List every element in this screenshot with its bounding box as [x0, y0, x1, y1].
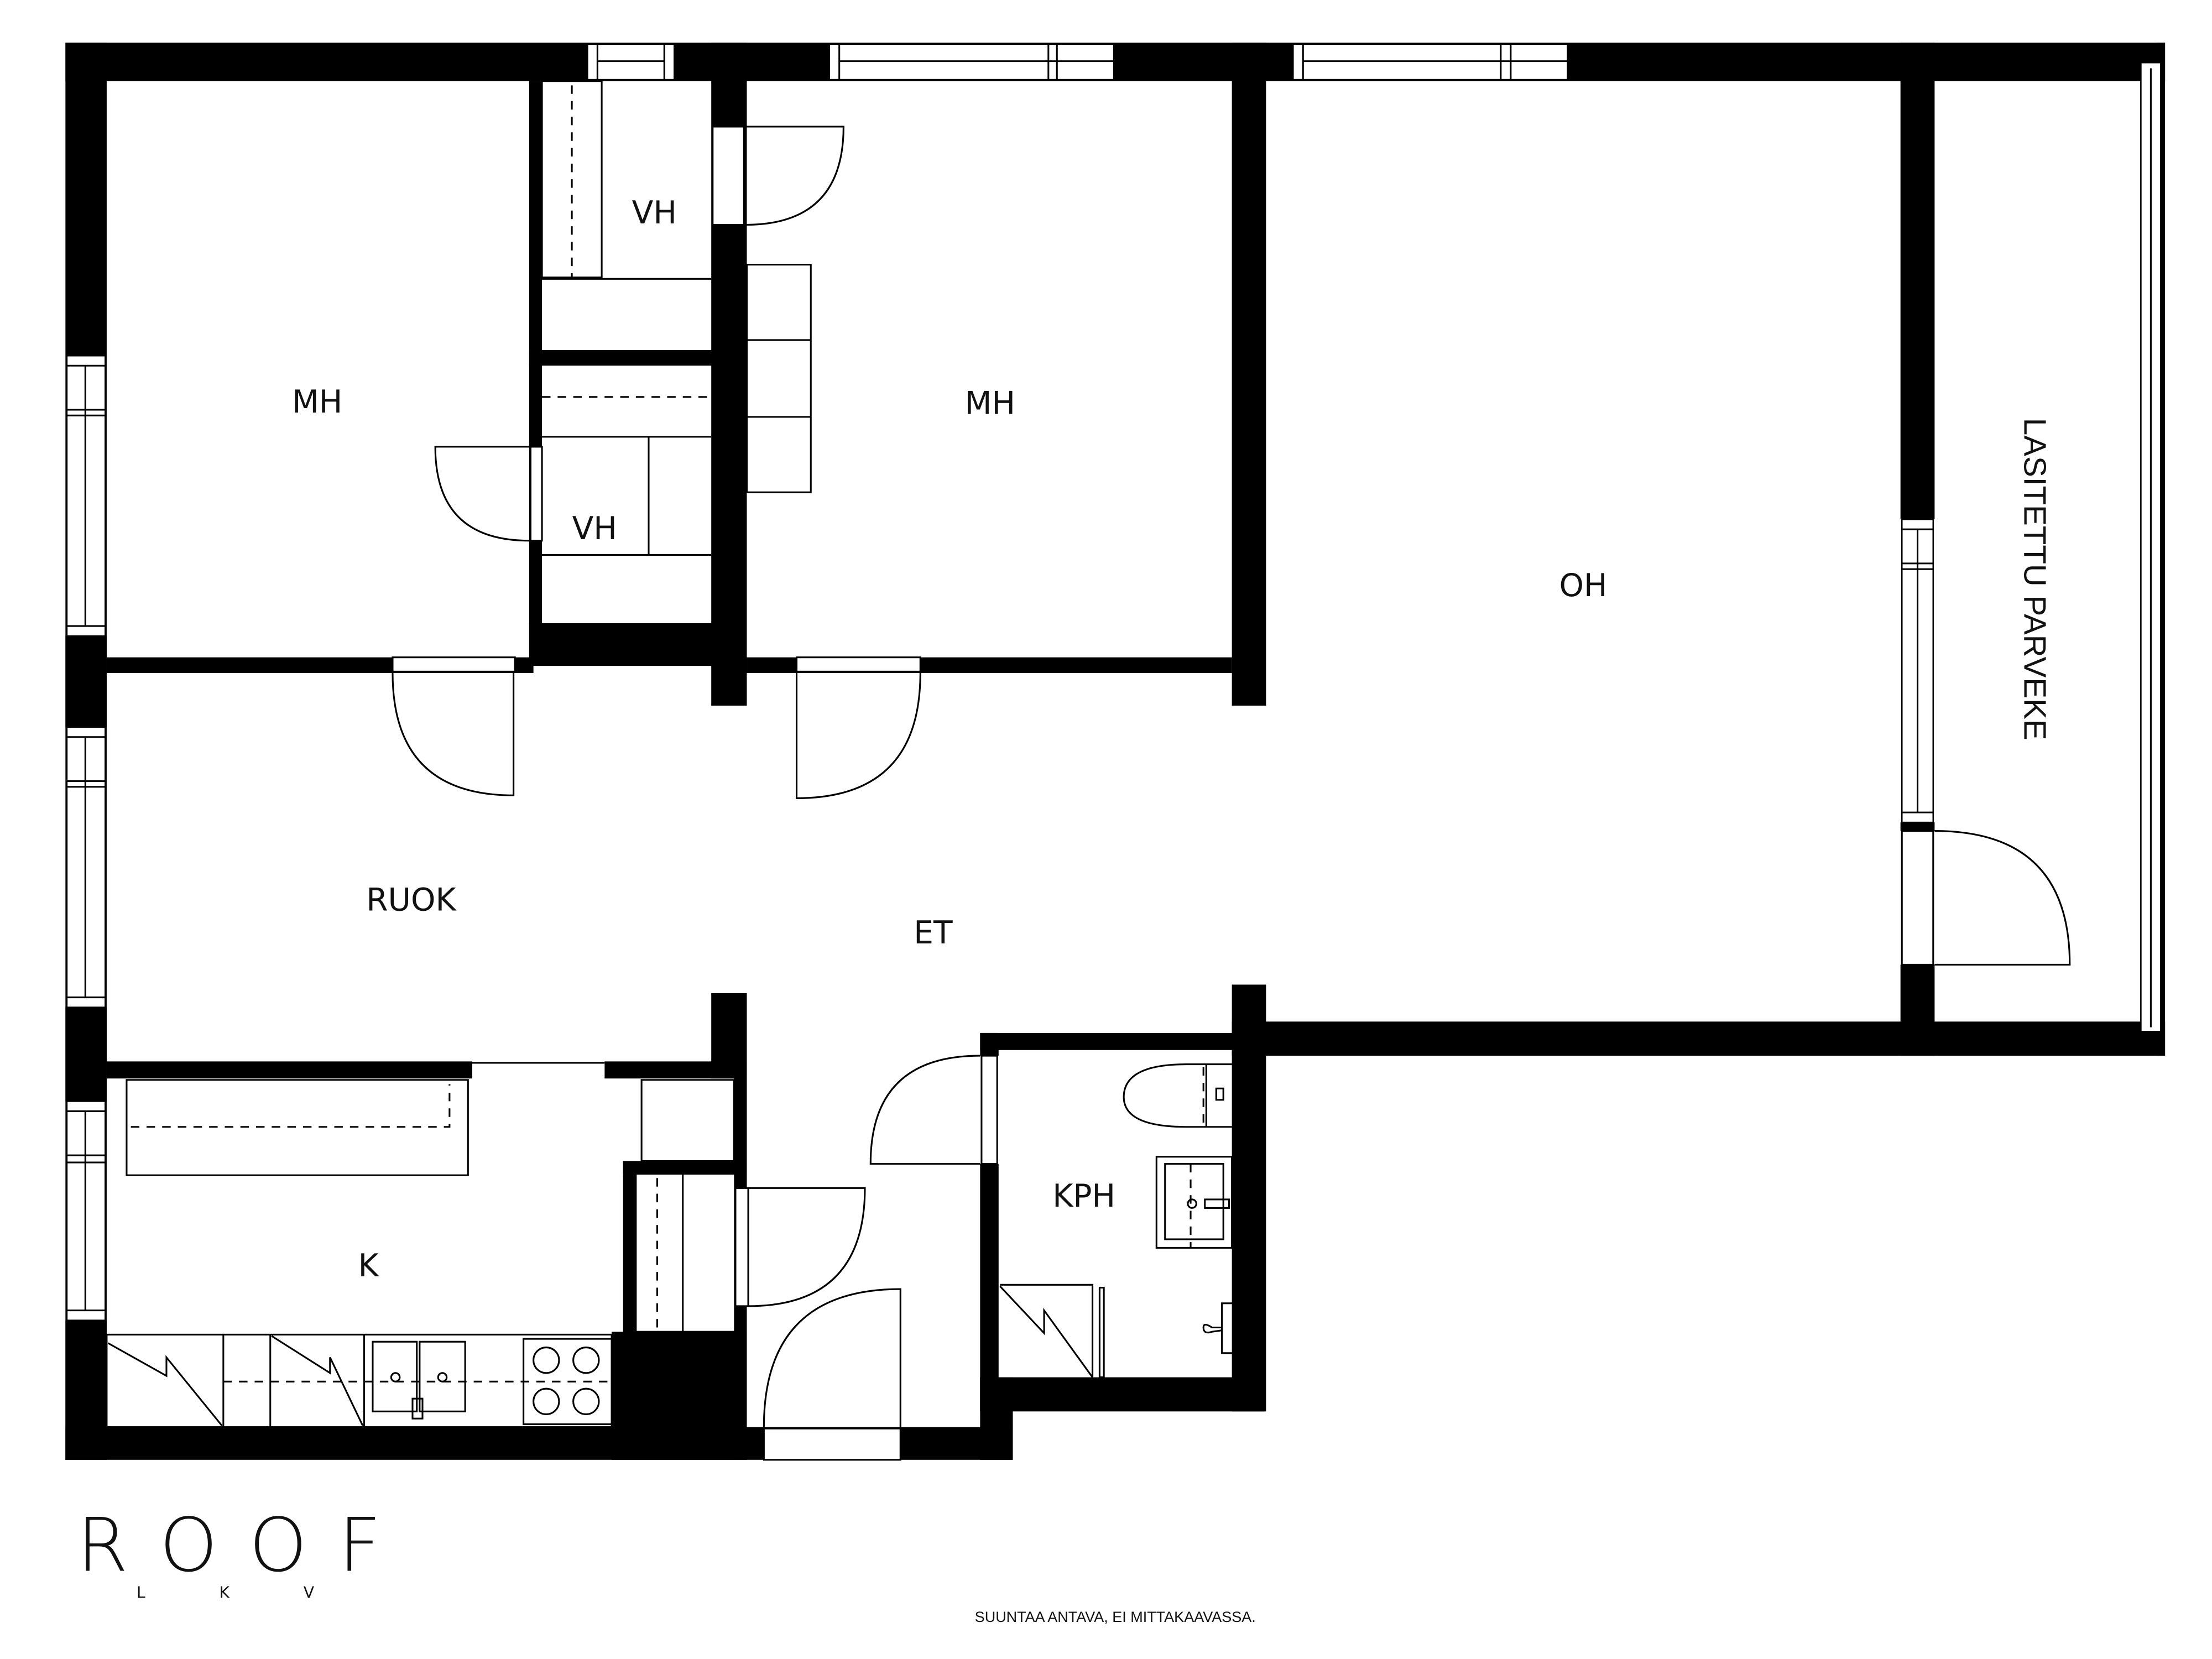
doors: [392, 126, 2071, 1461]
room-label-vh-1: VH: [632, 195, 677, 231]
room-label-balcony: LASITETTU PARVEKE: [2017, 418, 2052, 740]
room-labels: MH VH VH MH OH LASITETTU PARVEKE RUOK ET…: [292, 195, 2052, 1284]
room-label-kph: KPH: [1052, 1178, 1115, 1214]
room-label-ruok: RUOK: [366, 882, 457, 919]
branding: ROOF LKV: [77, 1502, 413, 1601]
brand-logo: ROOF: [77, 1502, 413, 1588]
room-label-et: ET: [914, 915, 953, 951]
room-label-mh-2: MH: [965, 385, 1015, 422]
room-label-oh: OH: [1559, 567, 1607, 604]
fixtures: [106, 80, 1234, 1428]
room-label-vh-2: VH: [572, 510, 617, 547]
room-label-mh-1: MH: [292, 384, 342, 420]
footer-disclaimer: SUUNTAA ANTAVA, EI MITTAKAAVASSA.: [975, 1609, 1256, 1625]
walls: [65, 43, 2166, 1460]
windows: [66, 43, 2162, 1321]
room-label-k: K: [358, 1248, 380, 1284]
brand-logo-sub: LKV: [137, 1583, 388, 1601]
